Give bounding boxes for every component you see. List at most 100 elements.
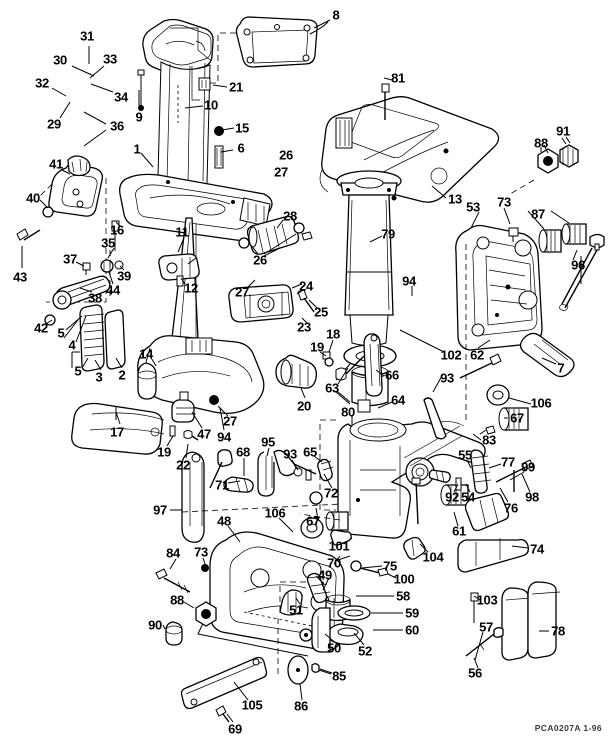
callout-number-77: 77 [501,454,515,470]
part-group-47-22 [169,391,219,441]
callout-number-57: 57 [479,619,493,635]
callout-number-79: 79 [381,226,395,242]
callout-number-55: 55 [458,447,472,463]
part-group-gasket-8 [208,16,329,84]
callout-number-31: 31 [80,28,94,44]
part-group-bushings-67-106 [335,332,575,506]
callout-number-52: 52 [358,643,372,659]
callout-number-27: 27 [235,284,249,300]
callout-number-69: 69 [228,721,242,737]
callout-number-10: 10 [204,97,218,113]
part-group-lower-center-parts [279,581,371,685]
part-group-steering-41 [16,155,107,303]
part-group-20-18-19 [275,351,334,389]
callout-number-71: 71 [215,477,229,493]
part-group-fasteners-15-6 [214,126,224,169]
diagram-footer-code: PCA0207A 1-96 [534,723,602,733]
part-group-small-right [403,425,534,573]
callout-number-63: 63 [325,380,339,396]
callout-number-62: 62 [470,347,484,363]
callout-number-23: 23 [297,319,311,335]
callout-number-44: 44 [106,282,120,298]
part-group-transom-plate-78 [465,581,561,661]
callout-number-80: 80 [341,404,355,420]
callout-number-22: 22 [176,457,190,473]
callout-number-26: 26 [253,252,267,268]
callout-number-91: 91 [556,123,570,139]
callout-number-34: 34 [114,89,128,105]
callout-number-67: 67 [306,513,320,529]
callout-number-60: 60 [405,622,419,638]
callout-number-95: 95 [261,434,275,450]
callout-number-18: 18 [326,326,340,342]
callout-number-102: 102 [440,347,462,363]
callout-number-7: 7 [557,360,565,376]
callout-number-5: 5 [74,363,82,379]
callout-number-9: 9 [135,109,143,125]
callout-number-33: 33 [103,51,117,67]
callout-number-96: 96 [571,257,585,273]
callout-number-58: 58 [396,588,410,604]
callout-number-1: 1 [133,141,141,157]
callout-number-37: 37 [63,251,77,267]
callout-number-88: 88 [170,592,184,608]
callout-number-98: 98 [525,489,539,505]
part-group-stern-bracket-48 [197,513,345,678]
callout-number-76: 76 [504,500,518,516]
callout-number-68: 68 [236,444,250,460]
callout-number-51: 51 [289,602,303,618]
callout-number-6: 6 [237,140,245,156]
part-group-11-12 [158,253,200,287]
callout-number-40: 40 [26,190,40,206]
callout-number-19: 19 [157,444,171,460]
callout-number-99: 99 [521,459,535,475]
callout-number-87: 87 [531,206,545,222]
part-group-swivel-bracket-53 [455,224,543,351]
callout-number-30: 30 [53,52,67,68]
callout-number-11: 11 [175,224,189,240]
callout-number-67: 67 [510,410,524,426]
callout-number-12: 12 [184,280,198,296]
callout-number-43: 43 [13,269,27,285]
callout-number-13: 13 [448,191,462,207]
callout-number-49: 49 [318,567,332,583]
callout-number-47: 47 [197,426,211,442]
callout-number-28: 28 [283,208,297,224]
callout-number-41: 41 [49,156,63,172]
callout-number-48: 48 [217,513,231,529]
callout-number-66: 66 [385,367,399,383]
callout-number-75: 75 [383,558,397,574]
callout-number-84: 84 [166,545,180,561]
callout-number-74: 74 [530,541,544,557]
part-group-bushings-87 [527,210,587,253]
callout-number-103: 103 [476,592,498,608]
part-group-rod-96 [559,233,605,311]
callout-number-50: 50 [327,640,341,656]
part-group-spring-49 [306,572,331,604]
callout-number-27: 27 [223,413,237,429]
callout-number-94: 94 [402,273,416,289]
callout-number-64: 64 [391,392,405,408]
callout-number-100: 100 [393,571,415,587]
callout-number-106: 106 [264,505,286,521]
callout-number-86: 86 [294,698,308,714]
callout-number-65: 65 [303,444,317,460]
callout-number-25: 25 [314,304,328,320]
callout-number-42: 42 [34,320,48,336]
callout-number-14: 14 [139,346,153,362]
callout-number-97: 97 [153,502,167,518]
callout-number-92: 92 [445,489,459,505]
callout-leader-lines [21,19,578,723]
callout-number-36: 36 [110,118,124,134]
part-group-link-97 [172,451,343,543]
callout-number-93: 93 [283,446,297,462]
callout-number-70: 70 [327,555,341,571]
callout-number-72: 72 [324,485,338,501]
callout-number-53: 53 [466,199,480,215]
part-group-bar-105 [180,656,268,723]
part-group-clamp-block-23-27 [228,283,315,323]
callout-number-21: 21 [229,79,243,95]
callout-number-78: 78 [551,623,565,639]
callout-number-16: 16 [110,222,124,238]
